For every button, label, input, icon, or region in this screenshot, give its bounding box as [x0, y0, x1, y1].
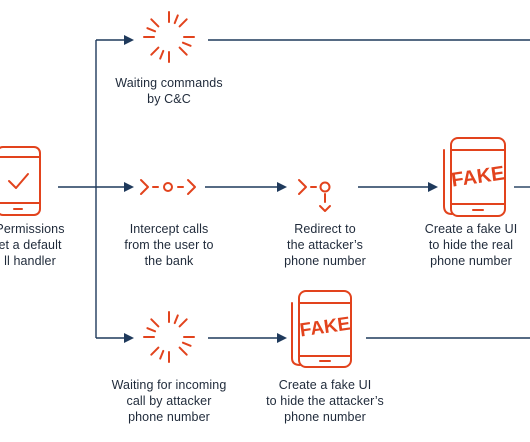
- fake-ui-top-label: Create a fake UI to hide the real phone …: [424, 222, 518, 268]
- intercept-calls-label: Intercept calls from the user to the ban…: [124, 222, 214, 268]
- radiating-spark-icon: [143, 11, 195, 63]
- connector-lines: [58, 35, 530, 343]
- waiting-commands-label: Waiting commands by C&C: [115, 76, 223, 106]
- redirect-pin-icon: [298, 179, 331, 212]
- start-label: Permissions et a default ll handler: [0, 222, 65, 268]
- phone-check-icon: [0, 146, 41, 216]
- fake-phone-icon: [291, 290, 352, 368]
- fake-ui-bottom-label: Create a fake UI to hide the attacker’s …: [266, 378, 384, 424]
- fake-badge-top: FAKE: [450, 162, 506, 191]
- intercept-arrows-icon: [140, 179, 196, 195]
- radiating-spark-icon: [143, 311, 195, 363]
- redirect-label: Redirect to the attacker’s phone number: [284, 222, 366, 268]
- fake-phone-icon: [443, 137, 506, 217]
- fake-badge-bottom: FAKE: [299, 314, 352, 342]
- waiting-incoming-label: Waiting for incoming call by attacker ph…: [111, 378, 227, 424]
